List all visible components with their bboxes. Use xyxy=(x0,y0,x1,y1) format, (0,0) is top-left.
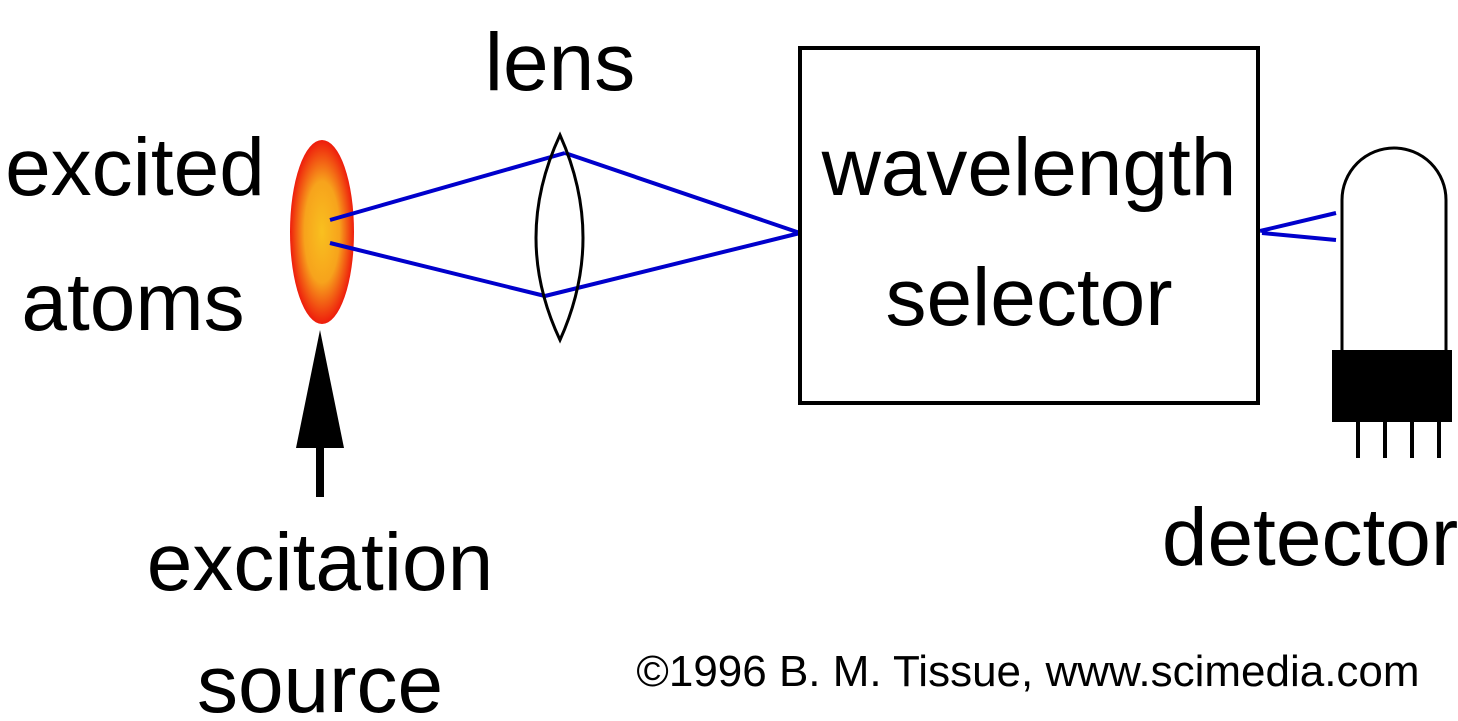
excited-atoms-label-line1: excited xyxy=(5,122,265,213)
detector-label: detector xyxy=(1162,492,1458,583)
wavelength-selector: wavelength selector xyxy=(798,46,1260,405)
detector-icon xyxy=(1332,146,1452,458)
wavelength-selector-label-line2: selector xyxy=(885,252,1172,343)
excited-atoms-label-line2: atoms xyxy=(21,257,244,348)
excitation-source-label-line2: source xyxy=(197,639,443,721)
light-beams xyxy=(329,151,1337,298)
lens-icon xyxy=(534,131,585,344)
excitation-source-label-line1: excitation xyxy=(147,517,493,608)
lens-label: lens xyxy=(485,17,635,108)
copyright-text: ©1996 B. M. Tissue, www.scimedia.com xyxy=(636,647,1419,696)
wavelength-selector-label-line1: wavelength xyxy=(821,122,1237,213)
excitation-arrow xyxy=(296,330,344,497)
excited-atoms-source xyxy=(290,140,354,324)
